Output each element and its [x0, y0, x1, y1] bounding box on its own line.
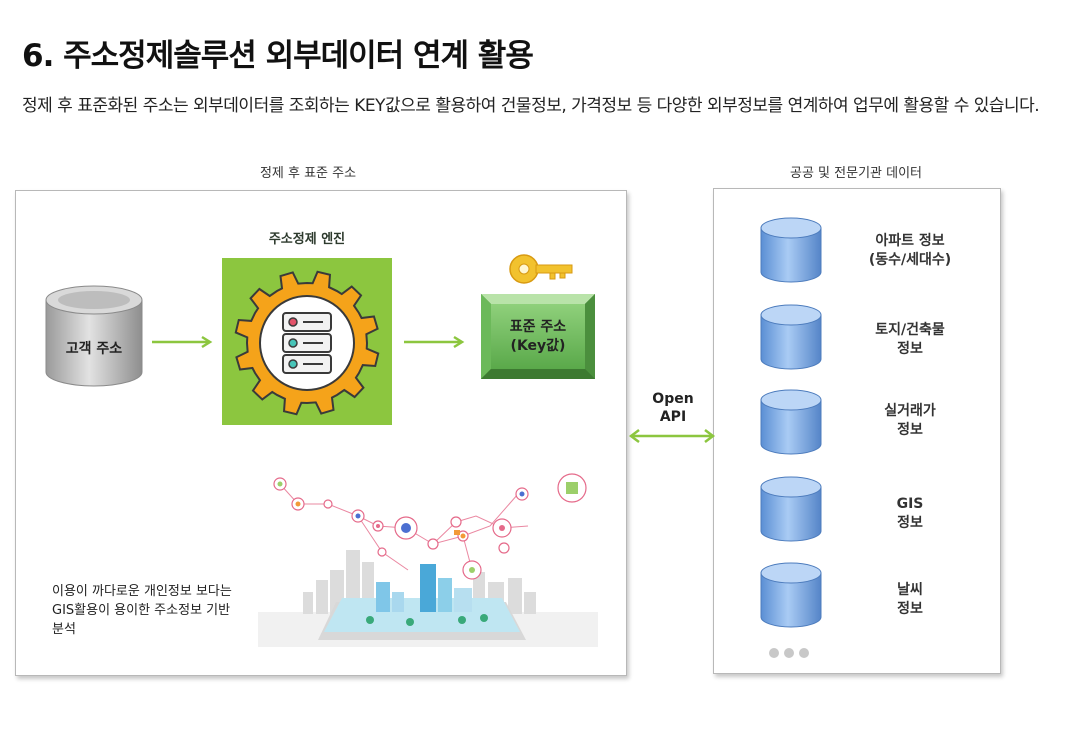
data-source-item: GIS 정보 — [760, 476, 960, 546]
dot-icon — [799, 648, 809, 658]
data-source-label: 날씨 정보 — [897, 582, 923, 617]
database-icon — [760, 304, 822, 370]
left-panel-heading: 정제 후 표준 주소 — [259, 166, 357, 181]
database-icon — [760, 562, 822, 628]
database-icon — [760, 217, 822, 283]
standard-address-box — [481, 294, 595, 379]
right-panel-heading: 공공 및 전문기관 데이터 — [790, 166, 922, 181]
arrow-right-icon — [404, 335, 465, 349]
database-icon — [760, 476, 822, 542]
data-source-item: 토지/건축물 정보 — [760, 304, 960, 374]
standard-address-label: 표준 주소 (Key값) — [509, 319, 567, 354]
more-items-indicator — [769, 643, 817, 658]
key-icon — [509, 254, 573, 284]
database-icon — [760, 389, 822, 455]
open-api-label: Open API — [652, 391, 694, 425]
customer-address-label: 고객 주소 — [65, 341, 123, 357]
server-icon — [282, 312, 332, 374]
smart-city-illustration — [258, 473, 598, 647]
data-source-label: GIS 정보 — [896, 496, 924, 531]
data-source-item: 날씨 정보 — [760, 562, 960, 632]
dot-icon — [784, 648, 794, 658]
dot-icon — [769, 648, 779, 658]
bidirectional-arrow-icon — [628, 429, 716, 443]
data-source-item: 실거래가 정보 — [760, 389, 960, 459]
page-description: 정제 후 표준화된 주소는 외부데이터를 조회하는 KEY값으로 활용하여 건물… — [22, 96, 1040, 116]
gis-analysis-text: 이용이 까다로운 개인정보 보다는 GIS활용이 용이한 주소정보 기반 분석 — [52, 584, 232, 637]
engine-label: 주소정제 엔진 — [268, 232, 346, 247]
engine-box — [222, 258, 392, 425]
gear-icon — [234, 270, 380, 416]
data-source-label: 실거래가 정보 — [884, 403, 936, 438]
data-source-label: 아파트 정보 (동수/세대수) — [868, 233, 952, 268]
arrow-right-icon — [152, 335, 213, 349]
customer-database-icon — [45, 285, 143, 387]
page-title: 6. 주소정제솔루션 외부데이터 연계 활용 — [22, 38, 534, 74]
data-source-item: 아파트 정보 (동수/세대수) — [760, 217, 960, 287]
data-source-label: 토지/건축물 정보 — [875, 322, 945, 357]
